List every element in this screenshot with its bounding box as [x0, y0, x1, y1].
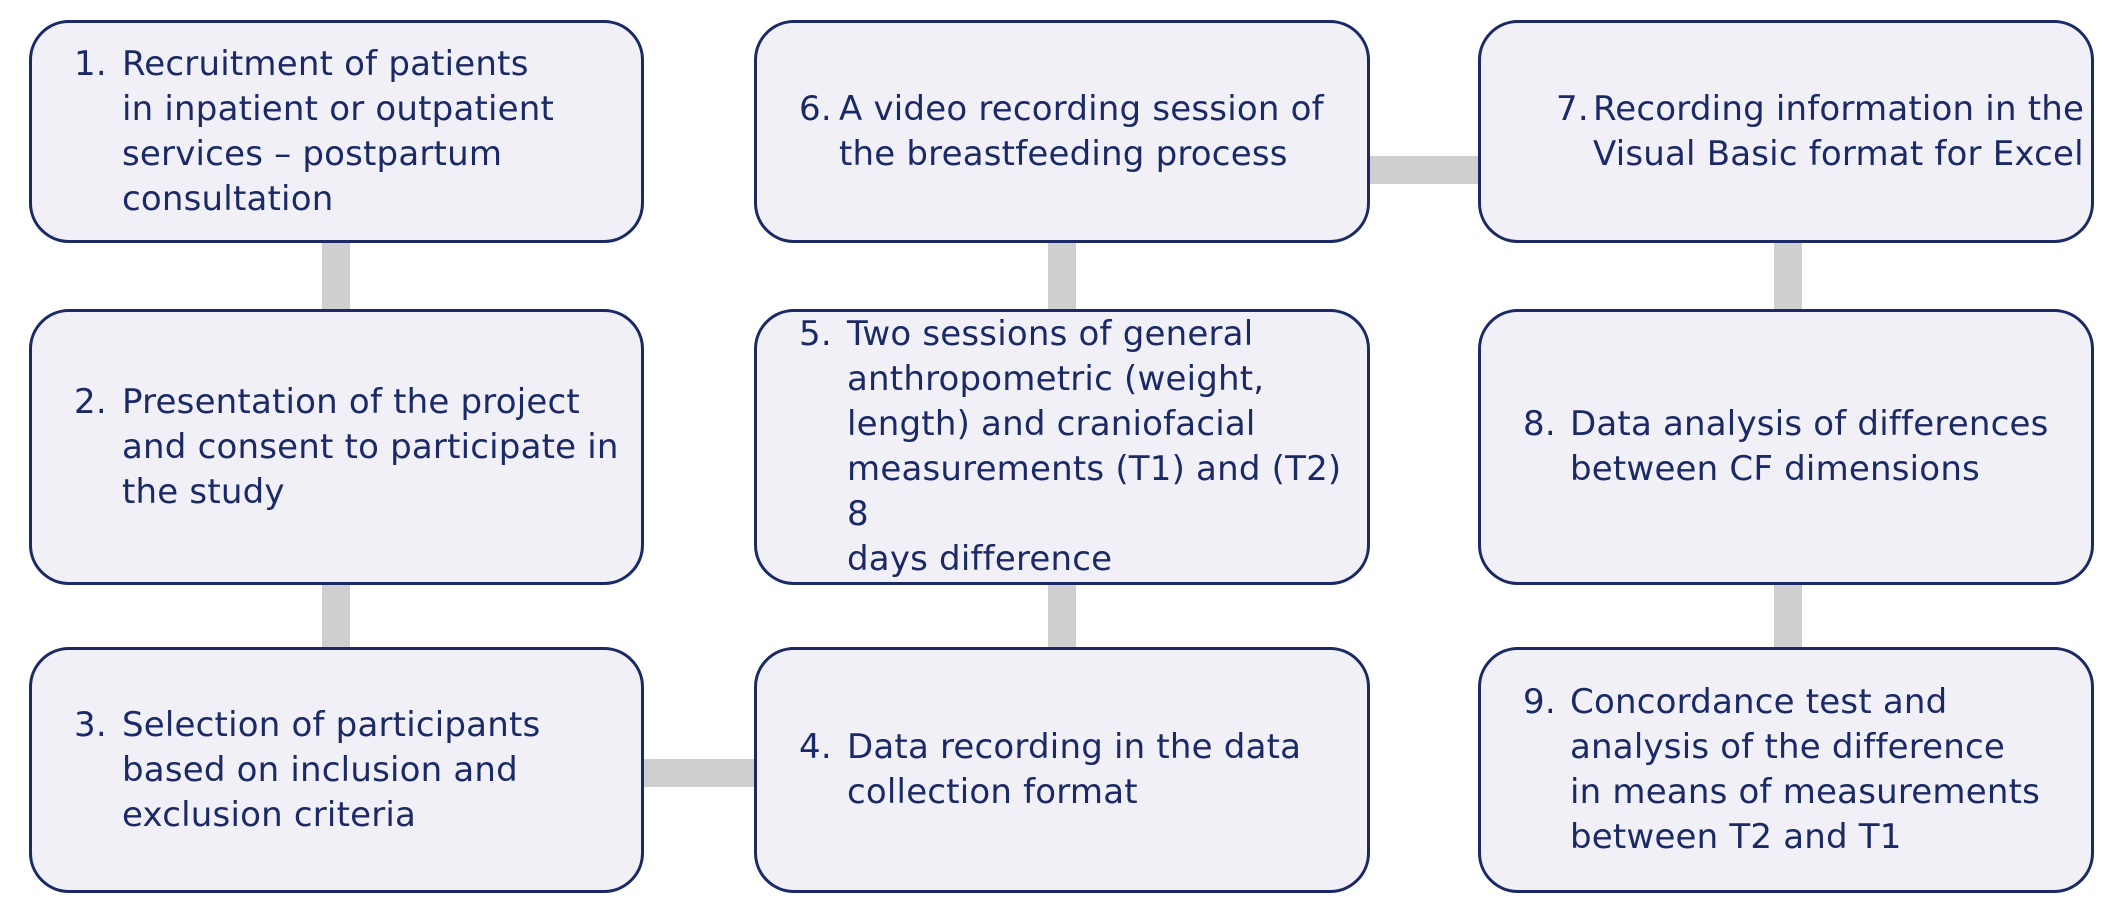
connector-6-7 [1367, 156, 1481, 184]
step-number: 8. [1523, 404, 1556, 444]
step-text: Concordance test and analysis of the dif… [1570, 682, 2041, 857]
step-number: 7. [1556, 88, 1589, 129]
connector-8-9 [1774, 582, 1802, 650]
step-box-6: 6. A video recording session of the brea… [754, 20, 1370, 243]
step-number: 9. [1523, 682, 1556, 722]
step-8: 8. Data analysis of differences between … [1523, 402, 2049, 492]
step-text: A video recording session of the breastf… [839, 88, 1324, 174]
connector-5-6 [1048, 240, 1076, 312]
step-number: 1. [74, 43, 107, 84]
step-box-7: 7. Recording information in the Visual B… [1478, 20, 2094, 243]
step-text: Recording information in the Visual Basi… [1593, 88, 2085, 174]
connector-7-8 [1774, 240, 1802, 312]
step-box-3: 3. Selection of participants based on in… [29, 647, 644, 893]
step-7: 7. Recording information in the Visual B… [1556, 87, 2084, 177]
step-9: 9. Concordance test and analysis of the … [1523, 680, 2040, 860]
step-text: Data analysis of differences between CF … [1570, 404, 2049, 489]
step-text: Selection of participants based on inclu… [122, 704, 541, 835]
step-text: Presentation of the project and consent … [122, 381, 619, 512]
step-3: 3. Selection of participants based on in… [74, 703, 540, 838]
step-box-8: 8. Data analysis of differences between … [1478, 309, 2094, 585]
connector-2-3 [322, 582, 350, 650]
step-number: 2. [74, 381, 107, 422]
step-box-9: 9. Concordance test and analysis of the … [1478, 647, 2094, 893]
step-text: Recruitment of patients in inpatient or … [122, 43, 555, 219]
step-box-1: 1. Recruitment of patients in inpatient … [29, 20, 644, 243]
connector-4-5 [1048, 582, 1076, 650]
step-number: 5. [799, 314, 832, 354]
step-number: 3. [74, 704, 107, 745]
step-5: 5. Two sessions of general anthropometri… [799, 312, 1367, 582]
connector-3-4 [640, 759, 758, 787]
step-number: 6. [799, 88, 832, 129]
step-4: 4. Data recording in the data collection… [799, 725, 1301, 815]
step-6: 6. A video recording session of the brea… [799, 87, 1324, 177]
step-text: Data recording in the data collection fo… [847, 727, 1302, 812]
step-box-4: 4. Data recording in the data collection… [754, 647, 1370, 893]
step-1: 1. Recruitment of patients in inpatient … [74, 42, 554, 222]
step-box-5: 5. Two sessions of general anthropometri… [754, 309, 1370, 585]
step-2: 2. Presentation of the project and conse… [74, 380, 619, 515]
step-box-2: 2. Presentation of the project and conse… [29, 309, 644, 585]
step-text: Two sessions of general anthropometric (… [847, 314, 1342, 579]
connector-1-2 [322, 240, 350, 312]
step-number: 4. [799, 727, 832, 767]
